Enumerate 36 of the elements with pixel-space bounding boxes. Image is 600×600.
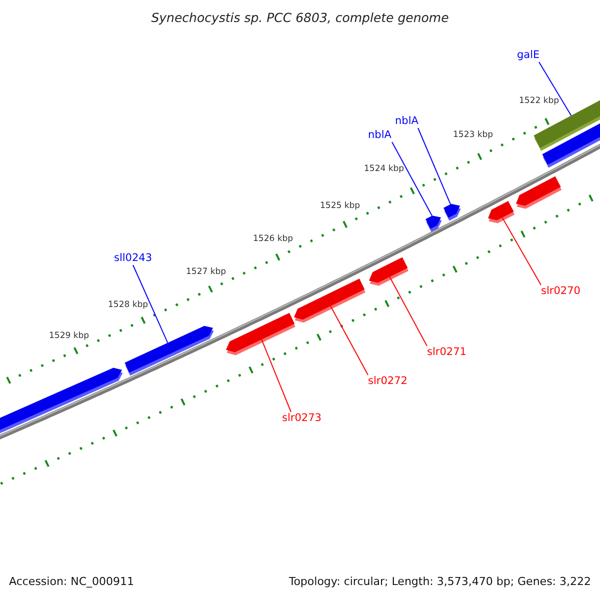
gene-feature	[226, 312, 296, 356]
gene-feature	[542, 122, 600, 168]
leader-line	[418, 128, 451, 205]
gene-feature	[294, 278, 366, 323]
footer-text: Accession: NC_000911	[9, 574, 134, 590]
leader-line	[389, 276, 428, 346]
leader-line	[132, 264, 168, 344]
gene-label: galE	[517, 48, 540, 62]
gene-feature	[369, 257, 408, 286]
gene-label: slr0273	[282, 411, 322, 425]
title: Synechocystis sp. PCC 6803, complete genome	[150, 9, 450, 27]
gene-feature	[426, 216, 442, 232]
gene-label: sll0243	[114, 251, 152, 265]
leader-line	[261, 338, 292, 412]
gene-label: nblA	[395, 114, 418, 128]
scale-label: 1526 kbp	[253, 234, 294, 245]
scale-label: 1528 kbp	[108, 300, 148, 311]
gene-label: nblA	[368, 128, 392, 142]
gene-label: slr0272	[368, 374, 408, 388]
leader-line	[330, 306, 368, 376]
footer-text: Topology: circular; Length: 3,573,470 bp; Genes: 3,222	[288, 574, 591, 590]
leader-line	[392, 142, 432, 216]
gene-feature	[444, 204, 461, 221]
leader-line	[502, 217, 542, 286]
scale-label: 1525 kbp	[320, 201, 360, 212]
gene-feature	[516, 176, 562, 209]
scale-label: 1523 kbp	[453, 130, 494, 141]
gene-label: slr0271	[427, 345, 466, 359]
gene-label: slr0270	[541, 284, 580, 298]
gene-feature	[488, 201, 515, 224]
scale-label: 1522 kbp	[519, 96, 560, 107]
scale-label: 1529 kbp	[49, 331, 90, 342]
leader-line	[538, 62, 572, 116]
scale-label: 1524 kbp	[364, 164, 404, 175]
scale-label: 1527 kbp	[186, 267, 226, 278]
gene-feature	[124, 326, 214, 376]
